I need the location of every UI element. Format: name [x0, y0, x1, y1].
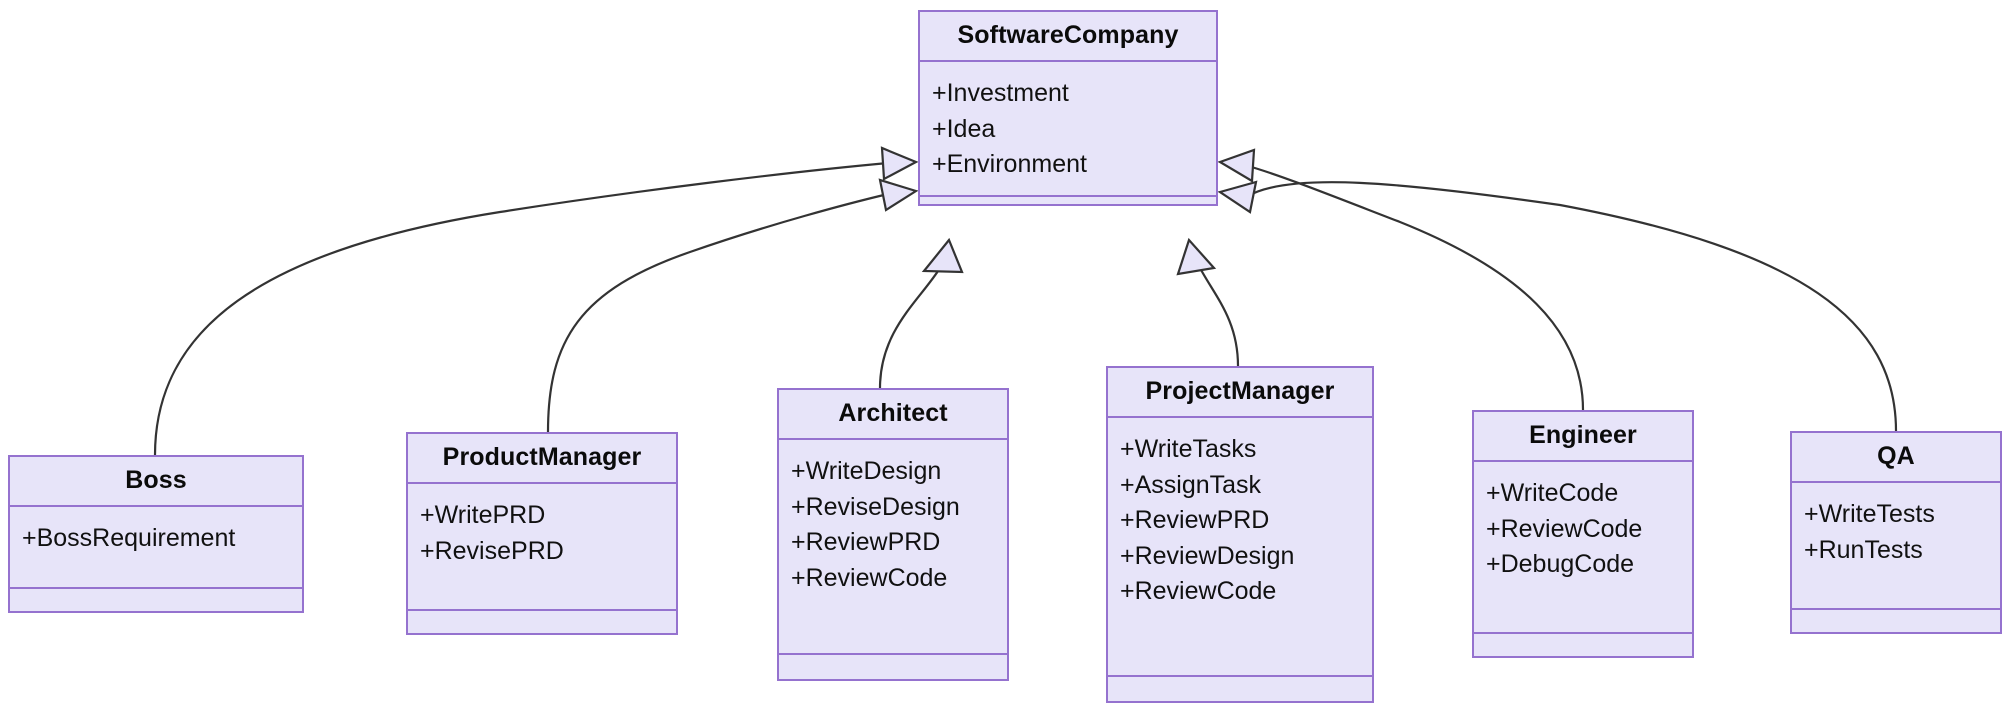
class-member: +WriteCode: [1486, 479, 1619, 507]
class-member: +WriteTasks: [1120, 435, 1257, 463]
class-attributes-architect: +WriteDesign +ReviseDesign +ReviewPRD +R…: [779, 440, 1007, 655]
arrowhead-architect: [921, 237, 964, 274]
class-member: +DebugCode: [1486, 550, 1635, 578]
class-member: +ReviewCode: [1120, 577, 1277, 605]
class-member: +Investment: [932, 79, 1069, 107]
class-methods-engineer: [1474, 634, 1692, 656]
class-member: +RunTests: [1804, 535, 1923, 564]
class-member: +WriteTests: [1804, 500, 1935, 528]
class-member: +ReviewCode: [791, 563, 948, 592]
arrowhead-qa: [1217, 180, 1258, 214]
class-member: +WritePRD: [420, 501, 546, 529]
class-title-engineer: Engineer: [1474, 412, 1692, 462]
class-methods-project-manager: [1108, 677, 1372, 701]
class-methods-software-company: [920, 197, 1216, 205]
class-node-architect[interactable]: Architect +WriteDesign +ReviseDesign +Re…: [777, 388, 1009, 681]
class-title-architect: Architect: [779, 390, 1007, 440]
class-member: +Idea: [932, 114, 996, 143]
class-title-qa: QA: [1792, 433, 2000, 483]
class-methods-product-manager: [408, 611, 676, 633]
class-member: +AssignTask: [1120, 470, 1262, 499]
class-attributes-software-company: +Investment +Idea +Environment: [920, 62, 1216, 197]
class-methods-qa: [1792, 610, 2000, 632]
class-attributes-engineer: +WriteCode +ReviewCode +DebugCode: [1474, 462, 1692, 634]
class-member: +BossRequirement: [22, 524, 236, 552]
class-node-software-company[interactable]: SoftwareCompany +Investment +Idea +Envir…: [918, 10, 1218, 206]
class-node-product-manager[interactable]: ProductManager +WritePRD +RevisePRD: [406, 432, 678, 635]
class-member: +RevisePRD: [420, 536, 564, 565]
class-node-boss[interactable]: Boss +BossRequirement: [8, 455, 304, 613]
edge-projectmanager-to-softwarecompany: [1199, 267, 1240, 367]
class-member: +Environment: [932, 150, 1087, 178]
arrowhead-engineer: [1217, 148, 1256, 183]
arrowhead-productmanager: [878, 178, 919, 212]
class-title-software-company: SoftwareCompany: [920, 12, 1216, 62]
class-methods-boss: [10, 589, 302, 611]
class-title-project-manager: ProjectManager: [1108, 368, 1372, 418]
class-attributes-project-manager: +WriteTasks +AssignTask +ReviewPRD +Revi…: [1108, 418, 1372, 677]
class-attributes-product-manager: +WritePRD +RevisePRD: [408, 484, 676, 611]
class-title-boss: Boss: [10, 457, 302, 507]
class-member: +ReviewPRD: [1120, 506, 1270, 534]
edge-architect-to-softwarecompany: [878, 267, 941, 389]
class-node-qa[interactable]: QA +WriteTests +RunTests: [1790, 431, 2002, 634]
class-attributes-qa: +WriteTests +RunTests: [1792, 483, 2000, 610]
class-attributes-boss: +BossRequirement: [10, 507, 302, 589]
class-title-product-manager: ProductManager: [408, 434, 676, 484]
class-member: +ReviewPRD: [791, 528, 941, 556]
class-member: +ReviseDesign: [791, 492, 960, 521]
arrowhead-boss: [880, 146, 919, 181]
arrowhead-projectmanager: [1176, 237, 1217, 276]
class-member: +ReviewCode: [1486, 514, 1643, 543]
class-node-project-manager[interactable]: ProjectManager +WriteTasks +AssignTask +…: [1106, 366, 1374, 703]
class-member: +WriteDesign: [791, 457, 942, 485]
class-node-engineer[interactable]: Engineer +WriteCode +ReviewCode +DebugCo…: [1472, 410, 1694, 658]
class-member: +ReviewDesign: [1120, 541, 1295, 570]
class-methods-architect: [779, 655, 1007, 679]
